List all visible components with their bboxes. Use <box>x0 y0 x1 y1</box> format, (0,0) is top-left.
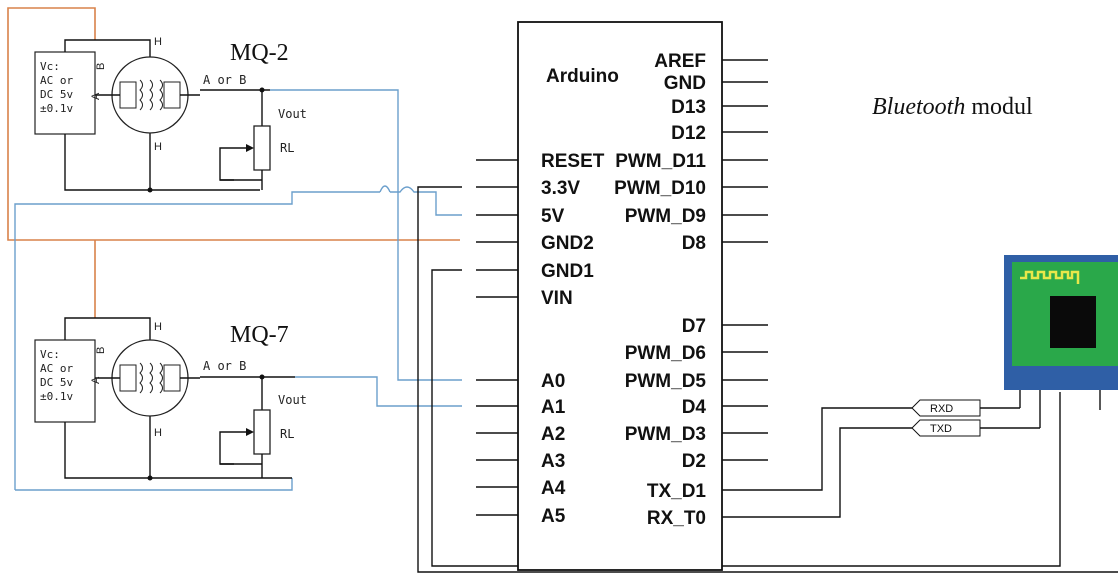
mq7-sensor: Vc: AC or DC 5v ±0.1v H H A B A or B Vou… <box>34 317 307 481</box>
gnd1-wire <box>431 269 1061 567</box>
tx-wire <box>768 407 912 491</box>
vcc-3v3-wire <box>417 186 1118 573</box>
blue-mq7-a1-wire <box>295 376 462 407</box>
right-pin-label-pwmd9: PWM_D9 <box>625 206 706 227</box>
left-pin-label-33v: 3.3V <box>541 178 580 199</box>
mq7-a-or-b: A or B <box>203 359 246 373</box>
antenna-icon <box>1020 270 1080 284</box>
right-pin-label-rxt0: RX_T0 <box>647 508 706 529</box>
bluetooth-module: Bluetooth modul RXD TXD <box>872 94 1118 437</box>
mq2-load-resistor <box>253 125 271 171</box>
right-pin-label-d2: D2 <box>682 451 706 472</box>
right-pin-label-pwmd10: PWM_D10 <box>614 178 706 199</box>
txd-tag <box>911 419 981 437</box>
left-pin-label-gnd1: GND1 <box>541 261 594 282</box>
bt-chip-1 <box>1050 296 1096 348</box>
rx-wire <box>768 427 912 518</box>
mq7-title: MQ-7 <box>230 322 289 348</box>
left-pin-label-reset: RESET <box>541 151 605 172</box>
mq2-supply-line-1: Vc: <box>40 60 60 73</box>
right-pin-label-d12: D12 <box>671 123 706 144</box>
right-pin-label-pwmd6: PWM_D6 <box>625 343 706 364</box>
right-pin-label-pwmd3: PWM_D3 <box>625 424 706 445</box>
mq2-heater-h-top: H <box>154 36 162 48</box>
right-pin-label-d4: D4 <box>682 397 707 418</box>
rxd-label: RXD <box>930 403 953 415</box>
mq7-heater-h-bottom: H <box>154 427 162 439</box>
mq7-rl-label: RL <box>280 427 294 441</box>
left-pin-label-a2: A2 <box>541 424 565 445</box>
mq2-supply-line-2: AC or <box>40 74 73 87</box>
mq7-supply-line-1: Vc: <box>40 348 60 361</box>
rxd-tag <box>911 399 981 417</box>
mq7-electrode-a: A <box>90 376 102 384</box>
left-pin-label-a1: A1 <box>541 397 566 418</box>
mq2-title: MQ-2 <box>230 40 289 66</box>
mq7-heater-h-top: H <box>154 321 162 333</box>
mq2-heater-h-bottom: H <box>154 141 162 153</box>
mq2-a-or-b: A or B <box>203 73 246 87</box>
left-pin-label-a0: A0 <box>541 371 565 392</box>
right-pin-label-aref: AREF <box>654 51 706 72</box>
mq2-rl-label: RL <box>280 141 294 155</box>
mq2-supply-line-4: ±0.1v <box>40 102 73 115</box>
mq2-electrode-b: B <box>95 63 107 70</box>
mq7-supply-line-3: DC 5v <box>40 376 73 389</box>
mq7-supply-line-4: ±0.1v <box>40 390 73 403</box>
left-pin-label-a3: A3 <box>541 451 565 472</box>
right-pin-label-txd1: TX_D1 <box>647 481 707 502</box>
blue-wire-crossing <box>379 185 462 216</box>
mq2-sensor: Vc: AC or DC 5v ±0.1v H H A B A or B Vou… <box>34 36 307 193</box>
txd-label: TXD <box>930 423 952 435</box>
arduino-outline <box>517 21 723 571</box>
mq2-supply-line-3: DC 5v <box>40 88 73 101</box>
left-pin-label-a4: A4 <box>541 478 566 499</box>
blue-mq7-return-wire <box>15 478 293 491</box>
arduino-title: Arduino <box>546 66 619 87</box>
mq2-electrode-a: A <box>90 92 102 100</box>
left-pin-label-a5: A5 <box>541 506 566 527</box>
right-pin-label-d8: D8 <box>682 233 706 254</box>
left-pin-label-gnd2: GND2 <box>541 233 594 254</box>
right-pin-label-pwmd5: PWM_D5 <box>625 371 707 392</box>
bluetooth-title: Bluetooth modul <box>872 94 1033 120</box>
left-pin-label-5v: 5V <box>541 206 565 227</box>
mq7-supply-line-2: AC or <box>40 362 73 375</box>
blue-mq2-a0-wire <box>270 89 462 381</box>
mq2-vout-label: Vout <box>278 107 307 121</box>
right-pin-label-d7: D7 <box>682 316 706 337</box>
bluetooth-title-rest: modul <box>965 94 1033 120</box>
right-pin-label-gnd: GND <box>664 73 706 94</box>
blue-5v-wire <box>14 191 380 490</box>
mq7-vout-label: Vout <box>278 393 307 407</box>
right-pin-label-d13: D13 <box>671 97 706 118</box>
mq7-load-resistor <box>253 409 271 455</box>
bluetooth-title-italic: Bluetooth <box>872 94 965 120</box>
left-pin-label-vin: VIN <box>541 288 573 309</box>
right-pin-label-pwmd11: PWM_D11 <box>615 151 706 172</box>
orange-supply-wire <box>7 7 460 241</box>
mq7-electrode-b: B <box>95 347 107 354</box>
